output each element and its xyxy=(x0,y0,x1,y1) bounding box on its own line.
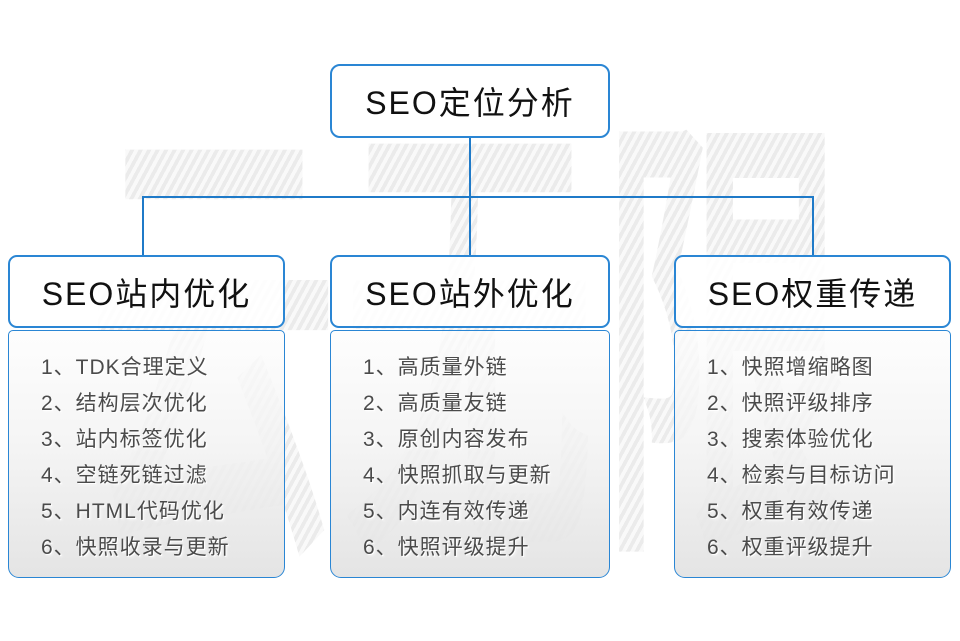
list-item: 4、空链死链过滤 xyxy=(41,464,208,487)
column-title: SEO站内优化 xyxy=(41,275,252,312)
column-title: SEO站外优化 xyxy=(365,275,575,312)
column-list-weight: 1、快照增缩略图 2、快照评级排序 3、搜索体验优化 4、检索与目标访问 5、权重有效传… xyxy=(675,331,950,566)
connector-horizontal-bar xyxy=(142,196,814,198)
list-item: 6、权重评级提升 xyxy=(707,536,874,559)
column-title: SEO权重传递 xyxy=(707,275,918,312)
column-header-weight: SEO权重传递 xyxy=(674,255,951,328)
list-item: 4、检索与目标访问 xyxy=(707,464,896,487)
column-panel-offsite: 1、高质量外链 2、高质量友链 3、原创内容发布 4、快照抓取与更新 5、内连有效传递 6… xyxy=(330,330,610,578)
column-header-onsite: SEO站内优化 xyxy=(8,255,285,328)
list-item: 2、高质量友链 xyxy=(363,392,508,415)
list-item: 3、站内标签优化 xyxy=(41,428,208,451)
list-item: 3、搜索体验优化 xyxy=(707,428,874,451)
list-item: 2、结构层次优化 xyxy=(41,392,208,415)
list-item: 4、快照抓取与更新 xyxy=(363,464,552,487)
column-header-offsite: SEO站外优化 xyxy=(330,255,610,328)
list-item: 3、原创内容发布 xyxy=(363,428,530,451)
column-list-onsite: 1、TDK合理定义 2、结构层次优化 3、站内标签优化 4、空链死链过滤 5、HTML代… xyxy=(9,331,284,566)
list-item: 1、高质量外链 xyxy=(363,356,508,379)
list-item: 6、快照评级提升 xyxy=(363,536,530,559)
list-item: 5、HTML代码优化 xyxy=(41,500,225,523)
list-item: 1、TDK合理定义 xyxy=(41,356,209,379)
connector-right-drop xyxy=(812,197,814,255)
list-item: 5、权重有效传递 xyxy=(707,500,874,523)
connector-middle-drop xyxy=(469,197,471,255)
connector-left-drop xyxy=(142,197,144,255)
root-node-title: SEO定位分析 xyxy=(365,85,575,121)
column-panel-weight: 1、快照增缩略图 2、快照评级排序 3、搜索体验优化 4、检索与目标访问 5、权重有效传… xyxy=(674,330,951,578)
root-node-box: SEO定位分析 xyxy=(330,64,610,138)
column-panel-onsite: 1、TDK合理定义 2、结构层次优化 3、站内标签优化 4、空链死链过滤 5、HTML代… xyxy=(8,330,285,578)
list-item: 5、内连有效传递 xyxy=(363,500,530,523)
list-item: 1、快照增缩略图 xyxy=(707,356,874,379)
column-list-offsite: 1、高质量外链 2、高质量友链 3、原创内容发布 4、快照抓取与更新 5、内连有效传递 6… xyxy=(331,331,609,566)
list-item: 2、快照评级排序 xyxy=(707,392,874,415)
list-item: 6、快照收录与更新 xyxy=(41,536,230,559)
connector-root-vertical xyxy=(469,138,471,197)
